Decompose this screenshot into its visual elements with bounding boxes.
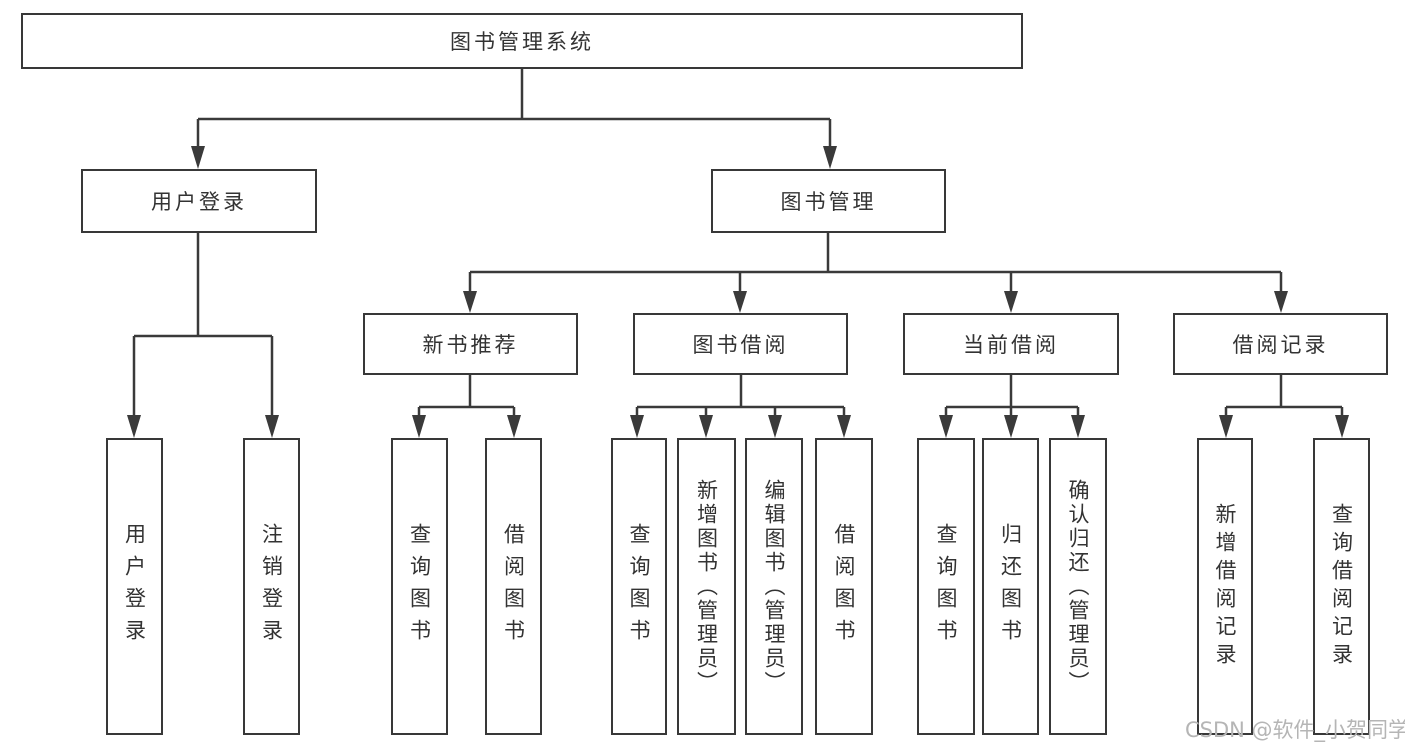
arrowhead-icon — [733, 291, 747, 313]
arrowhead-icon — [507, 415, 521, 438]
node-leaf-edit-book-admin: 编辑图书（管理员） — [745, 438, 803, 735]
arrowhead-icon — [939, 415, 953, 438]
node-leaf-user-login: 用户登录 — [106, 438, 163, 735]
connector-borrow-record-children — [1219, 375, 1349, 438]
arrowhead-icon — [463, 291, 477, 313]
node-leaf-query-book-2: 查询图书 — [611, 438, 667, 735]
arrowhead-icon — [1071, 415, 1085, 438]
connector-new-book-children — [412, 375, 521, 438]
node-book-management: 图书管理 — [711, 169, 946, 233]
arrowhead-icon — [1004, 415, 1018, 438]
node-leaf-return-book: 归还图书 — [982, 438, 1039, 735]
arrowhead-icon — [630, 415, 644, 438]
arrowhead-icon — [1219, 415, 1233, 438]
arrowhead-icon — [265, 415, 279, 438]
node-leaf-borrow-book-2: 借阅图书 — [815, 438, 873, 735]
node-current-borrow: 当前借阅 — [903, 313, 1119, 375]
connector-book-mgmt-to-level3 — [463, 233, 1288, 313]
arrowhead-icon — [1335, 415, 1349, 438]
arrowhead-icon — [412, 415, 426, 438]
node-leaf-borrow-book-1: 借阅图书 — [485, 438, 542, 735]
node-leaf-query-book-3: 查询图书 — [917, 438, 975, 735]
node-leaf-query-book-1: 查询图书 — [391, 438, 448, 735]
arrowhead-icon — [1004, 291, 1018, 313]
node-leaf-query-borrow-record: 查询借阅记录 — [1313, 438, 1370, 735]
node-user-login: 用户登录 — [81, 169, 317, 233]
connector-current-borrow-children — [939, 375, 1085, 438]
arrowhead-icon — [127, 415, 141, 438]
arrowhead-icon — [768, 415, 782, 438]
node-leaf-add-borrow-record: 新增借阅记录 — [1197, 438, 1253, 735]
node-new-book-recommend: 新书推荐 — [363, 313, 578, 375]
node-library-management-system: 图书管理系统 — [21, 13, 1023, 69]
arrowhead-icon — [699, 415, 713, 438]
connector-root-to-level2 — [191, 69, 837, 169]
arrowhead-icon — [1274, 291, 1288, 313]
node-leaf-confirm-return-admin: 确认归还（管理员） — [1049, 438, 1107, 735]
connector-user-login-children — [127, 233, 279, 438]
node-leaf-logout: 注销登录 — [243, 438, 300, 735]
node-borrow-record: 借阅记录 — [1173, 313, 1388, 375]
arrowhead-icon — [837, 415, 851, 438]
node-leaf-add-book-admin: 新增图书（管理员） — [677, 438, 736, 735]
csdn-watermark: CSDN @软件_小贺同学 — [1185, 718, 1405, 742]
arrowhead-icon — [823, 146, 837, 169]
arrowhead-icon — [191, 146, 205, 169]
node-book-borrow: 图书借阅 — [633, 313, 848, 375]
connector-book-borrow-children — [630, 375, 851, 438]
